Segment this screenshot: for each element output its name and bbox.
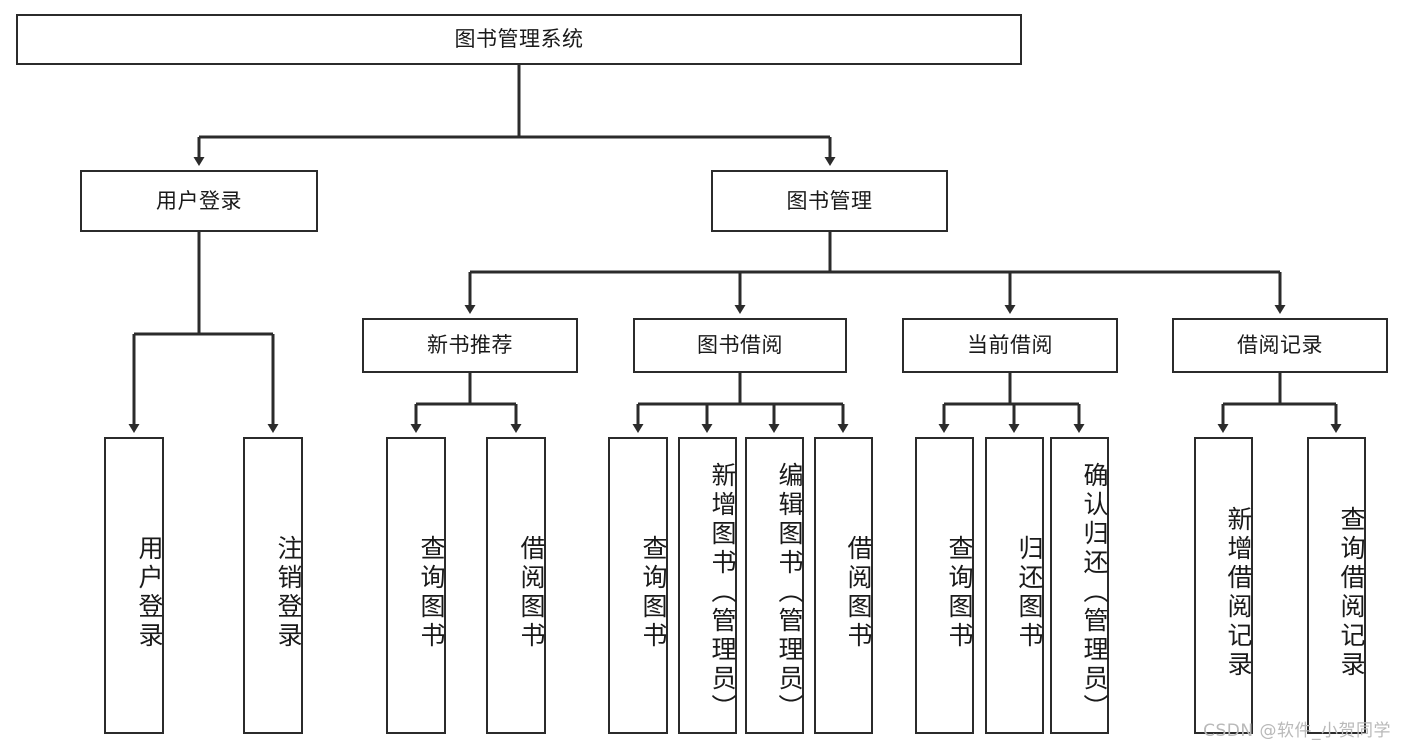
- node-root-label: 图书管理系统: [454, 27, 584, 52]
- node-leaf-query-book-rec[interactable]: 查询图书: [386, 437, 446, 734]
- node-book-manage-label: 图书管理: [786, 188, 873, 213]
- node-user-login-label: 用户登录: [156, 188, 242, 213]
- node-borrow-record-label: 借阅记录: [1237, 333, 1323, 358]
- node-book-manage[interactable]: 图书管理: [711, 170, 948, 232]
- node-leaf-query-book-cur-label: 查询图书: [945, 534, 974, 651]
- node-current-borrow[interactable]: 当前借阅: [902, 318, 1118, 373]
- node-leaf-confirm-return[interactable]: 确认归还（管理员）: [1050, 437, 1109, 734]
- node-leaf-query-record-label: 查询借阅记录: [1337, 505, 1366, 680]
- node-current-borrow-label: 当前借阅: [967, 333, 1053, 358]
- node-leaf-edit-book-label: 编辑图书（管理员）: [775, 462, 804, 723]
- node-book-borrow-label: 图书借阅: [697, 333, 783, 358]
- node-leaf-user-login-label: 用户登录: [135, 534, 164, 651]
- node-leaf-borrow-book-bor-label: 借阅图书: [844, 534, 873, 651]
- node-book-borrow[interactable]: 图书借阅: [633, 318, 847, 373]
- node-root[interactable]: 图书管理系统: [16, 14, 1022, 65]
- node-leaf-borrow-book-bor[interactable]: 借阅图书: [814, 437, 873, 734]
- node-leaf-borrow-book-rec-label: 借阅图书: [517, 534, 546, 651]
- node-leaf-add-record-label: 新增借阅记录: [1224, 505, 1253, 680]
- node-leaf-add-book-label: 新增图书（管理员）: [708, 462, 737, 723]
- node-leaf-user-login[interactable]: 用户登录: [104, 437, 164, 734]
- node-leaf-query-record[interactable]: 查询借阅记录: [1307, 437, 1366, 734]
- node-leaf-query-book-cur[interactable]: 查询图书: [915, 437, 974, 734]
- node-leaf-add-book[interactable]: 新增图书（管理员）: [678, 437, 737, 734]
- node-leaf-query-book-rec-label: 查询图书: [417, 534, 446, 651]
- node-leaf-edit-book[interactable]: 编辑图书（管理员）: [745, 437, 804, 734]
- node-new-book-recommend[interactable]: 新书推荐: [362, 318, 578, 373]
- node-leaf-return-book[interactable]: 归还图书: [985, 437, 1044, 734]
- node-leaf-logout[interactable]: 注销登录: [243, 437, 303, 734]
- node-new-book-recommend-label: 新书推荐: [427, 333, 513, 358]
- node-leaf-borrow-book-rec[interactable]: 借阅图书: [486, 437, 546, 734]
- node-leaf-query-book-bor[interactable]: 查询图书: [608, 437, 668, 734]
- node-user-login[interactable]: 用户登录: [80, 170, 318, 232]
- node-leaf-logout-label: 注销登录: [274, 534, 303, 651]
- node-leaf-return-book-label: 归还图书: [1015, 534, 1044, 651]
- node-leaf-confirm-return-label: 确认归还（管理员）: [1080, 462, 1109, 723]
- node-leaf-query-book-bor-label: 查询图书: [639, 534, 668, 651]
- node-leaf-add-record[interactable]: 新增借阅记录: [1194, 437, 1253, 734]
- node-borrow-record[interactable]: 借阅记录: [1172, 318, 1388, 373]
